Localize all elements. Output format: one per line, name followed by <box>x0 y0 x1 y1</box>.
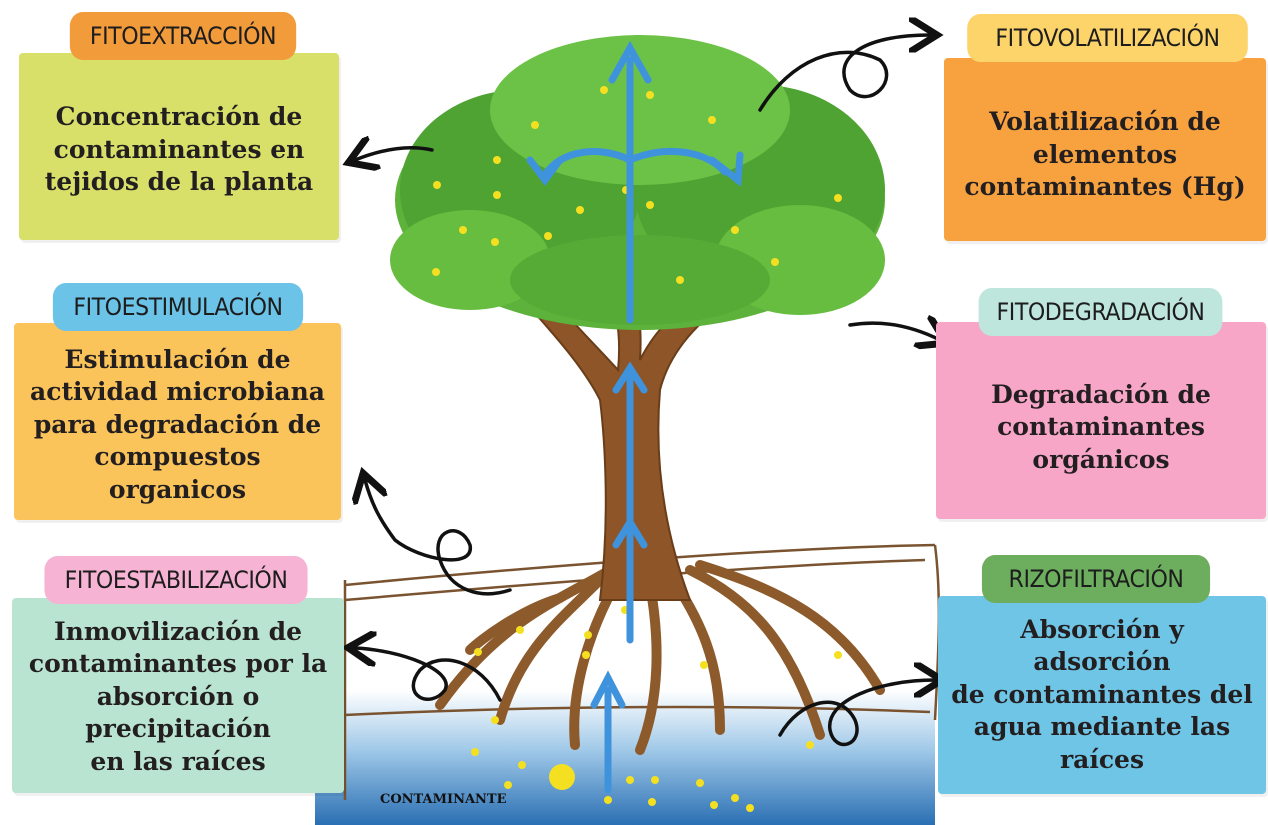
fitoextraccion-line: contaminantes en <box>53 134 305 164</box>
rizofiltracion-label: RIZOFILTRACIÓN <box>981 555 1211 603</box>
fitoestimulacion-description: Estimulación de actividad microbiana par… <box>14 340 341 510</box>
fitovolatilizacion-line: elementos <box>1032 139 1178 169</box>
fitoestimulacion-line: Estimulación de <box>64 344 291 374</box>
fitoextraccion-line: tejidos de la planta <box>44 167 314 197</box>
fitodegradacion-line: Degradación de <box>991 379 1211 409</box>
fitoextraccion-body <box>19 53 339 240</box>
fitoestabilizacion-line: absorción o precipitación <box>85 681 271 744</box>
fitoextraccion-description: Concentración de contaminantes en tejido… <box>19 75 339 225</box>
fitoestimulacion-line: compuestos organicos <box>94 442 261 504</box>
roots <box>435 560 885 755</box>
fitoestimulacion-line: actividad microbiana <box>30 377 325 407</box>
fitoestimulacion-label: FITOESTIMULACIÓN <box>52 283 304 331</box>
foliage <box>390 35 885 330</box>
fitoestimulacion-body <box>14 323 341 520</box>
fitoestabilizacion-label: FITOESTABILIZACIÓN <box>44 556 308 604</box>
flow-arrows <box>526 40 744 794</box>
process-arrows <box>355 35 940 747</box>
fitoestabilizacion-line: Inmovilización de <box>53 616 303 646</box>
rizofiltracion-line: agua mediante las <box>973 712 1231 742</box>
fitoextraccion-line: Concentración de <box>55 102 303 132</box>
fitovolatilizacion-line: Volatilización de <box>989 107 1221 137</box>
rizofiltracion-description: Absorción y adsorción de contaminantes d… <box>938 610 1266 780</box>
rizofiltracion-line: de contaminantes del <box>951 679 1253 709</box>
fitovolatilizacion-line: contaminantes (Hg) <box>964 172 1246 202</box>
fitodegradacion-line: orgánicos <box>1032 444 1170 474</box>
fitoestimulacion-line: para degradación de <box>33 409 322 439</box>
fitoextraccion-label: FITOEXTRACCIÓN <box>69 12 297 60</box>
rizofiltracion-line: Absorción y adsorción <box>1020 614 1184 677</box>
fitovolatilizacion-label: FITOVOLATILIZACIÓN <box>967 14 1248 62</box>
fitoestabilizacion-line: en las raíces <box>90 746 266 776</box>
fitovolatilizacion-description: Volatilización de elementos contaminante… <box>944 85 1266 225</box>
fitodegradacion-description: Degradación de contaminantes orgánicos <box>936 350 1266 505</box>
fitoestabilizacion-body <box>12 598 344 793</box>
canopy-contaminant-dots <box>432 86 842 284</box>
fitodegradacion-body <box>936 322 1266 519</box>
rizofiltracion-body <box>938 596 1266 794</box>
fitoestabilizacion-description: Inmovilización de contaminantes por la a… <box>12 612 344 782</box>
fitodegradacion-line: contaminantes <box>997 412 1205 442</box>
contaminant-label: CONTAMINANTE <box>380 792 507 807</box>
rizofiltracion-line: raíces <box>1059 744 1145 774</box>
fitoestabilizacion-line: contaminantes por la <box>28 649 328 679</box>
fitovolatilizacion-body <box>944 58 1266 241</box>
fitodegradacion-label: FITODEGRADACIÓN <box>978 288 1223 336</box>
